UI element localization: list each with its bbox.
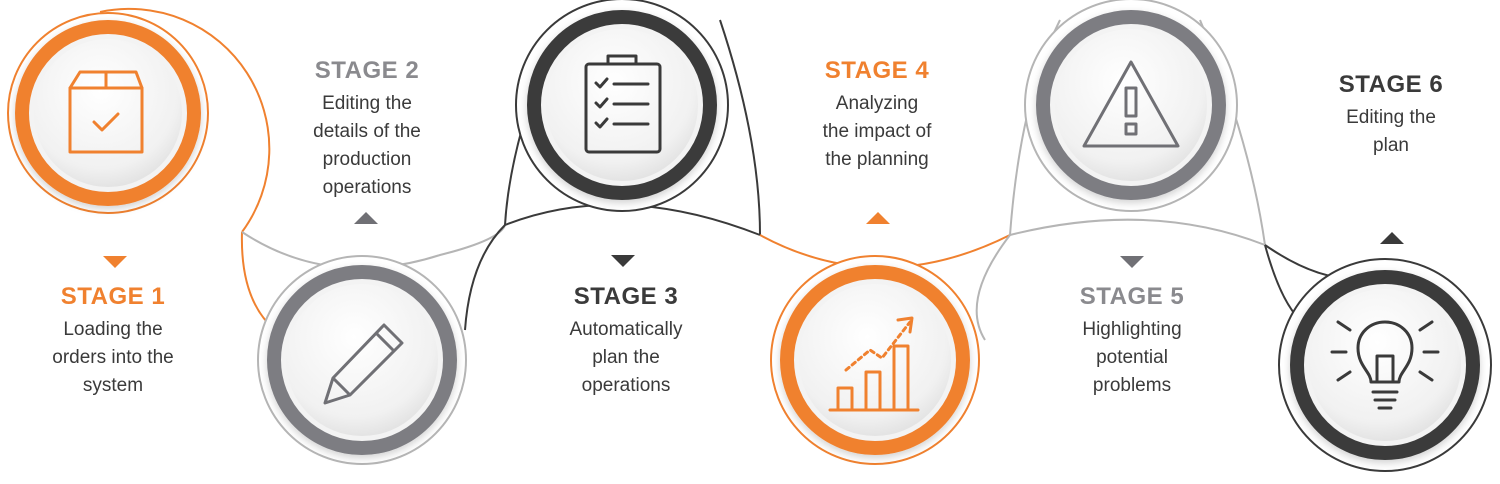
- stage-4-arrow-icon: [866, 212, 890, 224]
- stage-6-description: Editing the plan: [1346, 107, 1436, 156]
- stage-1-arrow-icon: [103, 256, 127, 268]
- stage-6-title: STAGE 6: [1338, 71, 1444, 98]
- stage-2-title: STAGE 2: [314, 57, 420, 84]
- connector-5-lower: [1009, 218, 1266, 246]
- stage-1-label: STAGE 1 Loading the orders into the syst…: [13, 282, 213, 400]
- connector-1-top: [99, 7, 271, 233]
- stage-6-arrow-icon: [1380, 232, 1404, 244]
- stage-3-circle: [515, 0, 729, 212]
- stage-4-description: Analyzing the impact of the planning: [822, 93, 932, 170]
- stage-5-circle: [1024, 0, 1238, 212]
- stage-3-arrow-icon: [611, 255, 635, 267]
- pencil-icon: [323, 323, 404, 405]
- connector-3-4: [719, 19, 761, 236]
- stage-3-label: STAGE 3 Automatically plan the operation…: [526, 282, 726, 400]
- warning-triangle-icon: [1082, 60, 1180, 148]
- stage-6-label: STAGE 6 Editing the plan: [1291, 70, 1491, 160]
- stage-2-circle: [257, 255, 467, 465]
- stage-1-description: Loading the orders into the system: [52, 319, 174, 396]
- connector-2-top: [241, 224, 506, 270]
- stage-4-title: STAGE 4: [824, 57, 930, 84]
- stage-3-title: STAGE 3: [573, 283, 679, 310]
- stage-3-description: Automatically plan the operations: [569, 319, 683, 396]
- connector-4-5: [975, 234, 1011, 341]
- stage-2-label: STAGE 2 Editing the details of the produ…: [267, 56, 467, 202]
- stage-2-arrow-icon: [354, 212, 378, 224]
- clipboard-checklist-icon: [584, 54, 662, 154]
- stage-2-description: Editing the details of the production op…: [313, 93, 421, 198]
- stage-4-circle: [770, 255, 980, 465]
- lightbulb-icon: [1330, 320, 1440, 410]
- bar-chart-growth-icon: [828, 316, 920, 412]
- stage-5-title: STAGE 5: [1079, 283, 1185, 310]
- stage-1-circle: [7, 12, 209, 214]
- box-check-icon: [68, 70, 144, 154]
- stage-1-title: STAGE 1: [60, 283, 166, 310]
- stage-5-label: STAGE 5 Highlighting potential problems: [1032, 282, 1232, 400]
- stage-4-label: STAGE 4 Analyzing the impact of the plan…: [777, 56, 977, 174]
- connector-3-lower: [464, 224, 506, 331]
- stage-5-description: Highlighting potential problems: [1082, 319, 1182, 396]
- stage-5-arrow-icon: [1120, 256, 1144, 268]
- stage-6-circle: [1278, 258, 1492, 472]
